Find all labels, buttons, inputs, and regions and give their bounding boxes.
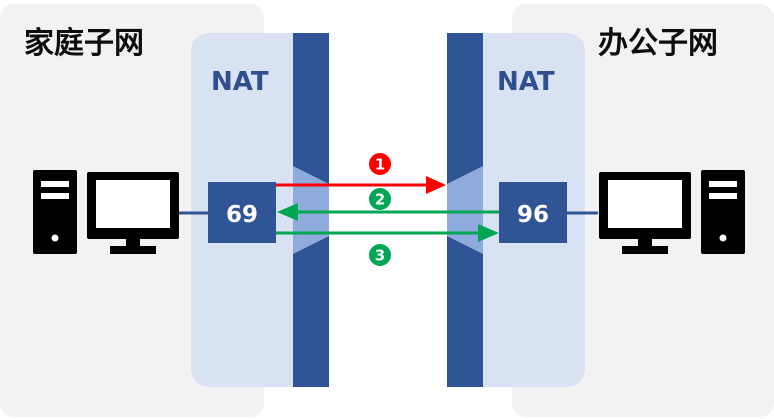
office-port: 96 (499, 182, 567, 243)
office-port-box (499, 182, 567, 243)
office-nat-label: NAT (497, 67, 555, 97)
step-1-number: 1 (375, 156, 385, 174)
office-subnet-title: 办公子网 (598, 26, 718, 61)
home-subnet: 家庭子网 NAT 69 (0, 4, 329, 417)
home-port-number: 69 (226, 202, 258, 228)
desktop-computer-icon (599, 170, 745, 254)
step-2-number: 2 (375, 191, 385, 209)
step-2-badge: 2 (369, 188, 391, 210)
step-3-number: 3 (375, 247, 385, 265)
office-subnet: 办公子网 NAT 96 (447, 4, 774, 417)
home-nat-label: NAT (211, 67, 269, 97)
office-port-number: 96 (517, 202, 549, 228)
home-port: 69 (208, 182, 276, 243)
home-subnet-title: 家庭子网 (24, 26, 144, 61)
step-3-arrow (276, 224, 499, 242)
step-3-badge: 3 (369, 244, 391, 266)
step-1-badge: 1 (369, 153, 391, 175)
desktop-computer-icon (33, 170, 179, 254)
home-computer (33, 170, 179, 254)
step-1-arrow (276, 176, 446, 194)
home-port-box (208, 182, 276, 243)
step-2-arrow (277, 203, 499, 221)
packet-flows: 1 2 3 (276, 153, 499, 266)
office-computer (599, 170, 745, 254)
